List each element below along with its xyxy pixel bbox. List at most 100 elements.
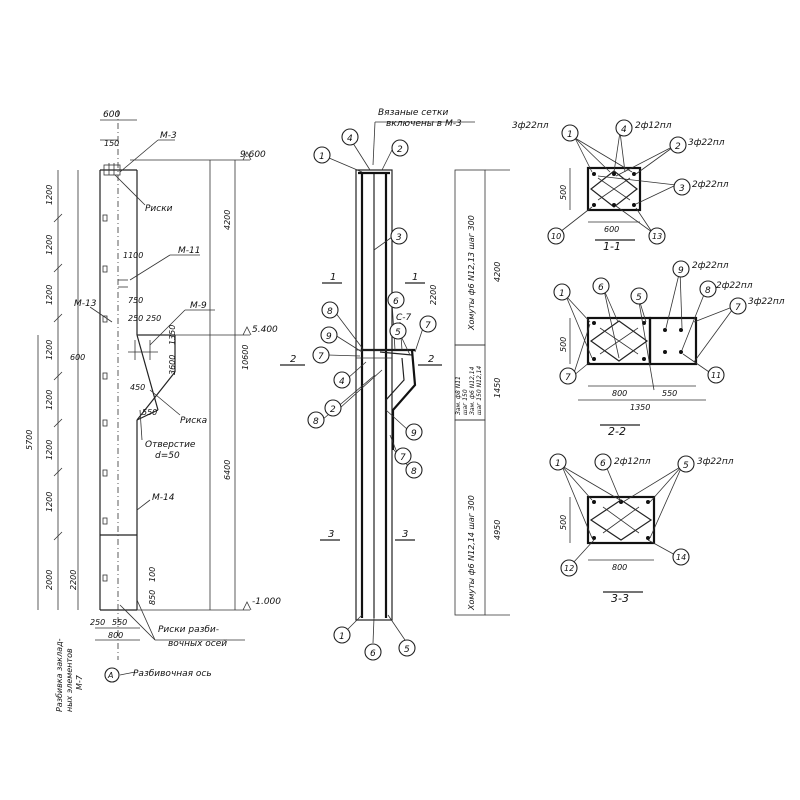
dim-1200-2: 1200 xyxy=(45,235,54,255)
s11-bubble-10: 10 xyxy=(551,232,561,241)
bubble-6-bottom: 6 xyxy=(370,649,376,659)
note-vklyucheny: включены в М-3 xyxy=(386,119,462,129)
dim-150-top: 150 xyxy=(104,139,119,148)
bubble-7-b: 7 xyxy=(425,321,431,331)
dim-250-bottom: 250 xyxy=(90,618,105,627)
left-elevation: А xyxy=(37,110,252,683)
s11-bar-2f12: 2ф12пл xyxy=(635,121,672,131)
s33-bubble-5: 5 xyxy=(683,461,689,471)
bubble-8-a: 8 xyxy=(327,307,333,317)
s22-bubble-1: 1 xyxy=(559,289,565,299)
s11-bar-2f22: 2ф22пл xyxy=(692,180,729,190)
s22-bubble-5: 5 xyxy=(636,293,642,303)
note-razb-zakl-1: Разбивка заклад- xyxy=(55,638,64,712)
s22-dim-800: 800 xyxy=(612,389,627,398)
note-razb-zakl-2: ных элементов xyxy=(65,648,74,712)
level-bottom: -1.000 xyxy=(252,597,281,607)
s22-bubble-11: 11 xyxy=(711,371,721,380)
stirrups-top: Хомуты ф6 N12,13 шаг 300 xyxy=(467,215,476,331)
s11-bubble-13: 13 xyxy=(652,232,662,241)
dim-1200-1: 1200 xyxy=(45,185,54,205)
section-2-2-labels: 1 6 5 9 8 7 7 11 2ф22пл 2ф22пл 3ф22пл 80… xyxy=(559,261,785,438)
middle-bubbles xyxy=(307,128,437,661)
section-1-1-labels: 1 4 2 3 10 13 3ф22пл 2ф12пл 3ф22пл 2ф22п… xyxy=(512,121,729,253)
bubble-2-a: 2 xyxy=(330,405,336,415)
middle-labels: 1 4 2 3 8 9 7 4 2 8 6 5 7 9 7 8 1 6 5 Вя… xyxy=(290,108,502,659)
dim-100: 100 xyxy=(148,567,157,582)
s33-bubble-1: 1 xyxy=(555,459,561,469)
section-1-1 xyxy=(547,119,691,245)
bubble-4-a: 4 xyxy=(339,377,345,387)
label-m13: М-13 xyxy=(74,299,97,309)
bubble-9-a: 9 xyxy=(326,332,332,342)
bubble-2-top: 2 xyxy=(397,145,403,155)
dim-4200: 4200 xyxy=(223,210,232,230)
dim-1200-5: 1200 xyxy=(45,390,54,410)
dim-2000: 2000 xyxy=(45,570,54,590)
section-mark-2-right: 2 xyxy=(428,354,434,365)
bubble-4-top: 4 xyxy=(347,134,353,144)
dim-6400: 6400 xyxy=(223,460,232,480)
dim-850: 850 xyxy=(148,590,157,605)
label-riska: Риска xyxy=(180,416,207,426)
label-razb-os: Разбивочная ось xyxy=(133,669,212,679)
label-c7: С-7 xyxy=(396,313,412,323)
dim-4950-mid: 4950 xyxy=(493,520,502,540)
bubble-7-c: 7 xyxy=(400,453,406,463)
dim-600-mid: 600 xyxy=(70,353,85,362)
section-mark-3-right: 3 xyxy=(402,529,408,540)
label-m14: М-14 xyxy=(152,493,175,503)
dim-250-a: 250 xyxy=(128,314,143,323)
dim-750: 750 xyxy=(128,296,143,305)
dim-1100: 1100 xyxy=(123,251,143,260)
dim-4200-mid: 4200 xyxy=(493,262,502,282)
s22-dim-550: 550 xyxy=(662,389,677,398)
label-m9: М-9 xyxy=(190,301,207,311)
level-mid: 5.400 xyxy=(252,325,278,335)
dim-450: 450 xyxy=(130,383,145,392)
bubble-5-bottom: 5 xyxy=(404,645,410,655)
s33-bubble-12: 12 xyxy=(564,564,574,573)
dim-2200-mid: 2200 xyxy=(429,285,438,305)
dim-5700: 5700 xyxy=(25,430,34,450)
s22-dim-500: 500 xyxy=(559,337,568,352)
s22-bubble-9: 9 xyxy=(678,266,684,276)
dim-3600: 3600 xyxy=(168,355,177,375)
s22-title: 2-2 xyxy=(608,425,626,438)
s22-bubble-7: 7 xyxy=(735,303,741,313)
bubble-7-a: 7 xyxy=(318,352,324,362)
dim-1350: 1350 xyxy=(168,325,177,345)
s22-bubble-6: 6 xyxy=(598,283,604,293)
s33-title: 3-3 xyxy=(611,592,629,605)
dim-800-bottom: 800 xyxy=(108,631,123,640)
section-3-3 xyxy=(549,453,695,593)
left-elevation-labels: 600 150 М-3 Риски М-11 1100 М-13 750 250… xyxy=(25,110,281,712)
label-d50: d=50 xyxy=(155,451,180,461)
axis-label: А xyxy=(107,671,113,680)
stirrups-mid-1: Зам. ф8 N11 xyxy=(455,376,462,415)
s11-bar-3f22: 3ф22пл xyxy=(512,121,549,131)
bubble-6-a: 6 xyxy=(393,297,399,307)
s33-bubble-14: 14 xyxy=(676,553,686,562)
dim-1200-4: 1200 xyxy=(45,340,54,360)
s11-dim-600: 600 xyxy=(604,225,619,234)
s33-bubble-6: 6 xyxy=(600,459,606,469)
s22-bubble-8: 8 xyxy=(705,286,711,296)
dim-2200: 2200 xyxy=(69,570,78,590)
label-riski-razb-1: Риски разби- xyxy=(158,625,219,635)
stirrups-mid-3: Зам. ф6 N12,14 xyxy=(469,366,476,415)
s22-bar-2f22-b: 2ф22пл xyxy=(716,281,753,291)
dim-250-b: 250 xyxy=(146,314,161,323)
s33-dim-800: 800 xyxy=(612,563,627,572)
note-vyazanye-setki: Вязаные сетки xyxy=(378,108,448,118)
section-mark-1-left: 1 xyxy=(330,272,336,283)
dim-550: 550 xyxy=(142,408,157,417)
s11-bubble-2: 2 xyxy=(675,142,681,152)
dim-550-bottom: 550 xyxy=(112,618,127,627)
label-riski: Риски xyxy=(145,204,173,214)
s22-bar-3f22: 3ф22пл xyxy=(748,297,785,307)
s33-bar-2f12: 2ф12пл xyxy=(614,457,651,467)
section-3-3-labels: 1 6 5 12 14 2ф12пл 3ф22пл 800 500 3-3 xyxy=(555,457,734,605)
